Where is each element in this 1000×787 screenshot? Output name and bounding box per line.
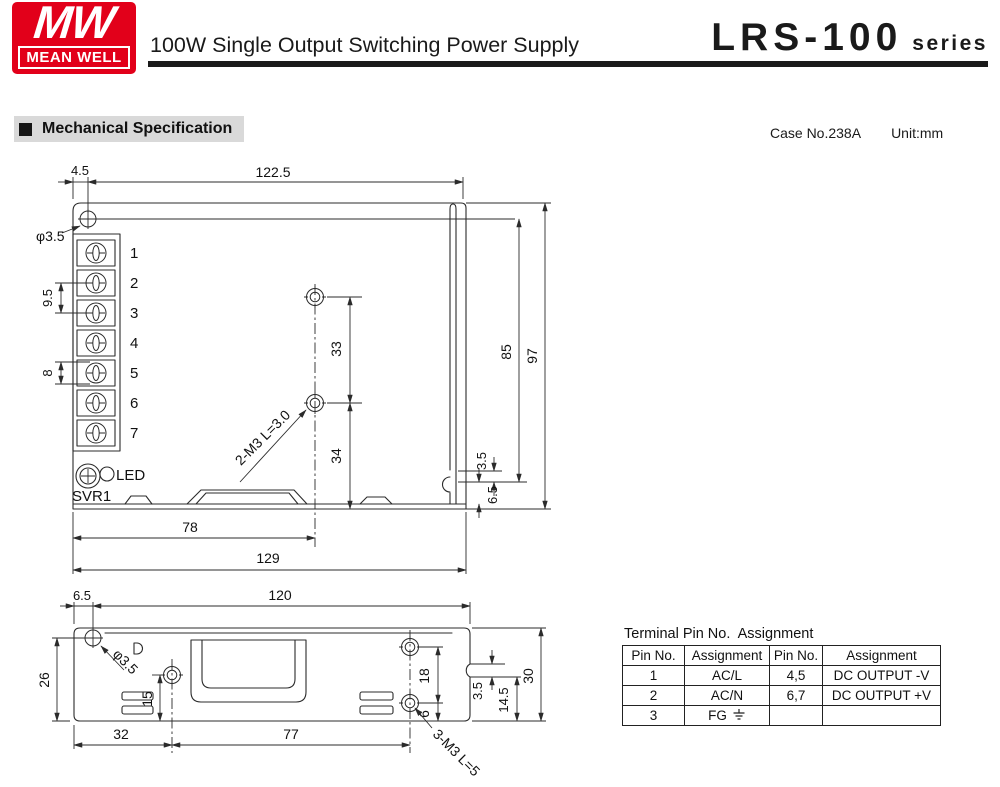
dim-screw-note-bottom: 3-M3 L=5 xyxy=(430,726,484,780)
dim-hole-dia-bottom: φ3.5 xyxy=(110,646,142,678)
cell-pin: 1 xyxy=(622,665,685,686)
title-rule xyxy=(148,61,988,67)
dim-78: 78 xyxy=(182,519,198,535)
pin-label-7: 7 xyxy=(130,425,138,442)
svr-label: SVR1 xyxy=(72,488,111,505)
case-number: Case No.238A xyxy=(770,125,862,141)
pin-assignment-table: Pin No. Assignment Pin No. Assignment 1 … xyxy=(622,645,941,726)
dim-6: 6 xyxy=(416,710,432,718)
table-header-row: Pin No. Assignment Pin No. Assignment xyxy=(622,645,941,666)
svr-potentiometer: SVR1 xyxy=(72,463,111,505)
cell-pin: 2 xyxy=(622,685,685,706)
dim-4-5: 4.5 xyxy=(71,163,89,178)
top-view-case xyxy=(72,202,515,510)
case-info: Case No.238A Unit:mm xyxy=(770,125,943,141)
mounting-hole xyxy=(398,635,422,659)
terminal-block xyxy=(72,233,121,452)
dim-26: 26 xyxy=(36,672,52,688)
dim-9-5: 9.5 xyxy=(40,289,55,307)
earth-ground-icon xyxy=(733,709,745,720)
col-header-pin-no-2: Pin No. xyxy=(769,645,823,666)
col-header-assignment-1: Assignment xyxy=(684,645,770,666)
square-bullet-icon xyxy=(19,122,32,136)
cell-assignment: FG xyxy=(684,705,770,726)
dim-18: 18 xyxy=(416,668,432,684)
cell-assignment: DC OUTPUT -V xyxy=(822,665,941,686)
pin-label-4: 4 xyxy=(130,335,138,352)
bottom-view-drawing: 6.5 120 φ3.5 26 15 18 6 xyxy=(36,587,546,779)
bottom-corner-hole xyxy=(82,627,104,649)
dim-15: 15 xyxy=(139,691,155,707)
cell-pin: 3 xyxy=(622,705,685,726)
dim-3-5-top: 3.5 xyxy=(474,452,489,470)
dim-122-5: 122.5 xyxy=(255,164,290,180)
dim-screw-note-top: 2-M3 L=3.0 xyxy=(232,406,294,468)
bottom-view-case xyxy=(73,627,471,722)
pin-label-3: 3 xyxy=(130,305,138,322)
terminal-pin-numbers: 1 2 3 4 5 6 7 xyxy=(130,245,138,442)
unit-label: Unit:mm xyxy=(891,125,944,141)
cell-pin: 6,7 xyxy=(769,685,823,706)
page-title: 100W Single Output Switching Power Suppl… xyxy=(150,33,580,57)
pin-label-1: 1 xyxy=(130,245,138,262)
dim-14-5: 14.5 xyxy=(496,687,511,712)
series-suffix: series xyxy=(912,32,988,55)
top-view-drawing: 1 2 3 4 5 6 7 LED SVR1 xyxy=(36,163,551,574)
dim-6-5-top: 6.5 xyxy=(485,486,500,504)
dim-77: 77 xyxy=(283,726,299,742)
pin-label-2: 2 xyxy=(130,275,138,292)
table-row: 1 AC/L 4,5 DC OUTPUT -V xyxy=(622,665,941,686)
led-label: LED xyxy=(116,467,145,484)
mounting-hole xyxy=(303,285,327,309)
dim-8: 8 xyxy=(40,369,55,376)
col-header-assignment-2: Assignment xyxy=(822,645,941,666)
dim-34: 34 xyxy=(328,448,344,464)
table-row: 3 FG xyxy=(622,705,941,726)
dim-120: 120 xyxy=(268,587,292,603)
cell-assignment: DC OUTPUT +V xyxy=(822,685,941,706)
pin-assignment-section: Terminal Pin No. Assignment Pin No. Assi… xyxy=(622,626,952,726)
pin-label-5: 5 xyxy=(130,365,138,382)
cell-pin xyxy=(769,705,823,726)
dim-6-5-bottom: 6.5 xyxy=(73,588,91,603)
pin-table-title: Terminal Pin No. Assignment xyxy=(624,626,814,642)
pin-label-6: 6 xyxy=(130,395,138,412)
cell-assignment: AC/N xyxy=(684,685,770,706)
col-header-pin-no-1: Pin No. xyxy=(622,645,685,666)
section-heading-label: Mechanical Specification xyxy=(42,120,233,137)
fg-label: FG xyxy=(708,708,727,723)
cell-assignment xyxy=(822,705,941,726)
dim-97: 97 xyxy=(524,348,540,364)
bottom-view-dimensions: 6.5 120 φ3.5 26 15 18 6 xyxy=(36,587,546,779)
cell-pin: 4,5 xyxy=(769,665,823,686)
dim-30: 30 xyxy=(520,668,536,684)
dim-85: 85 xyxy=(498,344,514,360)
dim-32: 32 xyxy=(113,726,129,742)
dim-129: 129 xyxy=(256,550,280,566)
table-row: 2 AC/N 6,7 DC OUTPUT +V xyxy=(622,685,941,706)
series-name: LRS-100 xyxy=(711,16,903,59)
logo-brand-name: MEAN WELL xyxy=(18,46,130,69)
section-heading: Mechanical Specification xyxy=(14,116,245,142)
series-title: LRS-100 series xyxy=(711,16,988,60)
led-indicator: LED xyxy=(99,466,145,484)
dim-3-5-bottom: 3.5 xyxy=(470,682,485,700)
cell-assignment: AC/L xyxy=(684,665,770,686)
dim-hole-dia: φ3.5 xyxy=(36,228,65,244)
meanwell-logo: MW MEAN WELL xyxy=(12,0,136,74)
dim-33: 33 xyxy=(328,341,344,357)
top-view-dimensions: 4.5 122.5 φ3.5 9.5 8 33 34 xyxy=(36,163,551,574)
